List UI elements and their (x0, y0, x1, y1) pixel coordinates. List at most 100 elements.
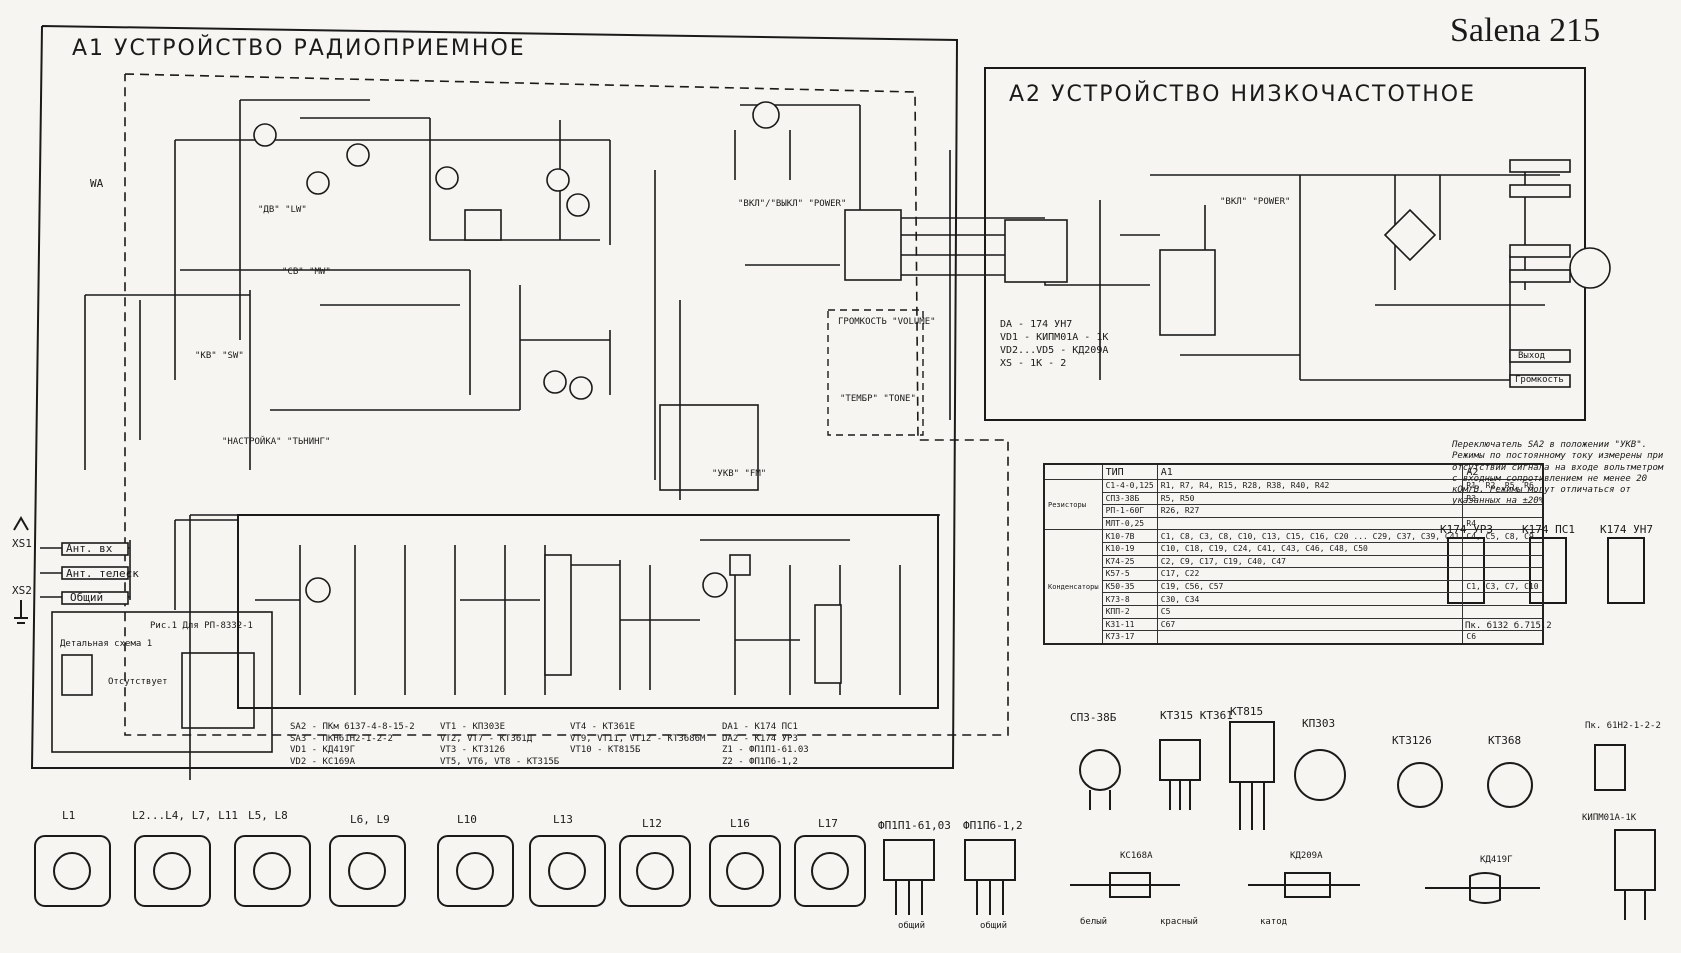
a2-title: А2 УСТРОЙСТВО НИЗКОЧАСТОТНОЕ (1009, 82, 1476, 107)
xs1-label: XS1 (12, 537, 32, 550)
ukv-label: "УКВ" "FM" (712, 469, 767, 479)
table-header-a1: А1 (1156, 463, 1464, 480)
wa-label: WA (90, 177, 104, 190)
table-header-group (1043, 463, 1103, 480)
part-package-label: КП303 (1302, 717, 1336, 730)
a1-part: VT5, VT6, VT8 - КТ315Б (440, 757, 560, 768)
table-cell: C1, C3, C7, C10 (1462, 579, 1544, 594)
table-cell: К10-7В (1101, 529, 1158, 543)
table-cell: C67 (1156, 617, 1464, 632)
antenna-tel-label: Ант. телеск (66, 567, 139, 580)
pinout-note: Пк. б132 б.715.2 (1465, 621, 1552, 631)
a2-part: XS - 1К - 2 (1000, 358, 1067, 369)
table-cell (1462, 567, 1544, 581)
measurement-note: Переключатель SA2 в положении "УКВ". Реж… (1452, 440, 1664, 507)
a1-part: SA2 - ПКм 6137-4-8-15-2 (290, 722, 415, 732)
a2-part: VD1 - КИПМ01А - 1К (1000, 332, 1109, 343)
wire-label: красный (1160, 917, 1198, 927)
a1-part: VT2, VT7 - КТ361Д (440, 733, 533, 744)
a2-part: VD2...VD5 - КД209А (1000, 345, 1109, 356)
a1-part: VT3 - КТ3126 (440, 745, 506, 756)
a1-parts-col-1: SA2 - ПКм 6137-4-8-15-2 SA3 - ПКН61Н2-1-… (290, 722, 415, 769)
diode-label: КИПМ01А-1К (1582, 813, 1637, 823)
table-cell (1462, 604, 1544, 619)
coil-label: L5, L8 (248, 809, 288, 822)
table-header-type: ТИП (1101, 463, 1158, 480)
table-cell: C6 (1462, 630, 1544, 645)
ant-detail-label: Детальная схема 1 (60, 639, 153, 649)
volume-label: ГРОМКОСТЬ "VOLUME" (838, 317, 936, 327)
a1-frame (30, 25, 959, 769)
wire-label: общий (980, 921, 1008, 931)
part-package-label: КТ3126 (1392, 734, 1432, 747)
a1-part: VD2 - КС169А (290, 757, 356, 768)
a1-part: VT9, VT11, VT12 - КТ3686М (570, 733, 706, 744)
sa2-box (659, 404, 759, 491)
filter-label: ФП1П6-1,2 (963, 819, 1023, 832)
diode-label: КС168А (1120, 851, 1153, 861)
ant-variant-box (51, 611, 273, 753)
volume-tone-box (827, 309, 924, 436)
table-cell: РП-1-60Г (1101, 504, 1158, 518)
table-cell: C10, C18, C19, C24, C41, C43, C46, C48, … (1156, 541, 1464, 556)
a1-parts-col-3: VT4 - КТ361Е VT9, VT11, VT12 - КТ3686М V… (570, 722, 705, 757)
coil-label: L1 (62, 809, 76, 822)
shield-outline (124, 73, 1009, 736)
table-cell: C5 (1156, 604, 1464, 619)
table-cell: C19, C56, C57 (1156, 579, 1464, 594)
common-label: Общий (70, 591, 104, 604)
tone-label: "ТЕМБР" "TONE" (840, 394, 916, 404)
brand-label: Salena 215 (1450, 12, 1601, 49)
a1-part: VT1 - КП303Е (440, 722, 506, 732)
table-group-label: Резисторы (1043, 478, 1103, 531)
xs2-label: XS2 (12, 584, 32, 597)
table-group-label: Конденсаторы (1043, 529, 1103, 645)
a1-part: Z2 - ФП1П6-1,2 (722, 757, 798, 768)
table-cell: К73-8 (1101, 592, 1158, 606)
table-cell (1156, 630, 1464, 645)
dv-label: "ДВ" "LW" (258, 205, 307, 215)
table-cell: СП3-38Б (1101, 491, 1158, 506)
a1-part: VT4 - КТ361Е (570, 722, 636, 732)
a2-part: DA - 174 УН7 (1000, 319, 1073, 330)
variant-title: Рис.1 Для РП-8332-1 (150, 621, 253, 631)
sa2-detail-box (181, 652, 255, 729)
antenna-in-label: Ант. вх (66, 542, 113, 555)
table-cell (1462, 554, 1544, 569)
a1-part: Z1 - ФП1П1-61.03 (722, 745, 809, 756)
tuning-label: "НАСТРОЙКА" "ТЬНИНГ" (222, 437, 331, 447)
cathode-label: катод (1260, 917, 1288, 927)
volume-connector-label: Громкость (1515, 375, 1564, 385)
part-package-label: КТ315 КТ361 (1160, 709, 1233, 722)
table-cell: C2, C9, C17, C19, C40, C47 (1156, 554, 1464, 569)
table-cell: К31-11 (1101, 617, 1158, 632)
out-connector-label: Выход (1518, 351, 1546, 361)
a1-part: DA1 - К174 ПС1 (722, 722, 798, 732)
a1-part: VT10 - КТ815Б (570, 745, 641, 756)
filter-label: ФП1П1-61,03 (878, 819, 951, 832)
absent-label: Отсутствует (108, 677, 168, 687)
coil-label: L12 (642, 817, 662, 830)
table-cell: R1, R7, R4, R15, R28, R38, R40, R42 (1156, 479, 1464, 493)
coil-label: L16 (730, 817, 750, 830)
coil-label: L2...L4, L7, L11 (132, 809, 238, 822)
ic-label: К174 УР3 (1440, 523, 1493, 536)
table-cell (1156, 516, 1464, 531)
coil-label: L13 (553, 813, 573, 826)
coil-label: L6, L9 (350, 813, 390, 826)
table-cell: C1, C8, C3, C8, C10, C13, C15, C16, C20 … (1156, 529, 1464, 543)
